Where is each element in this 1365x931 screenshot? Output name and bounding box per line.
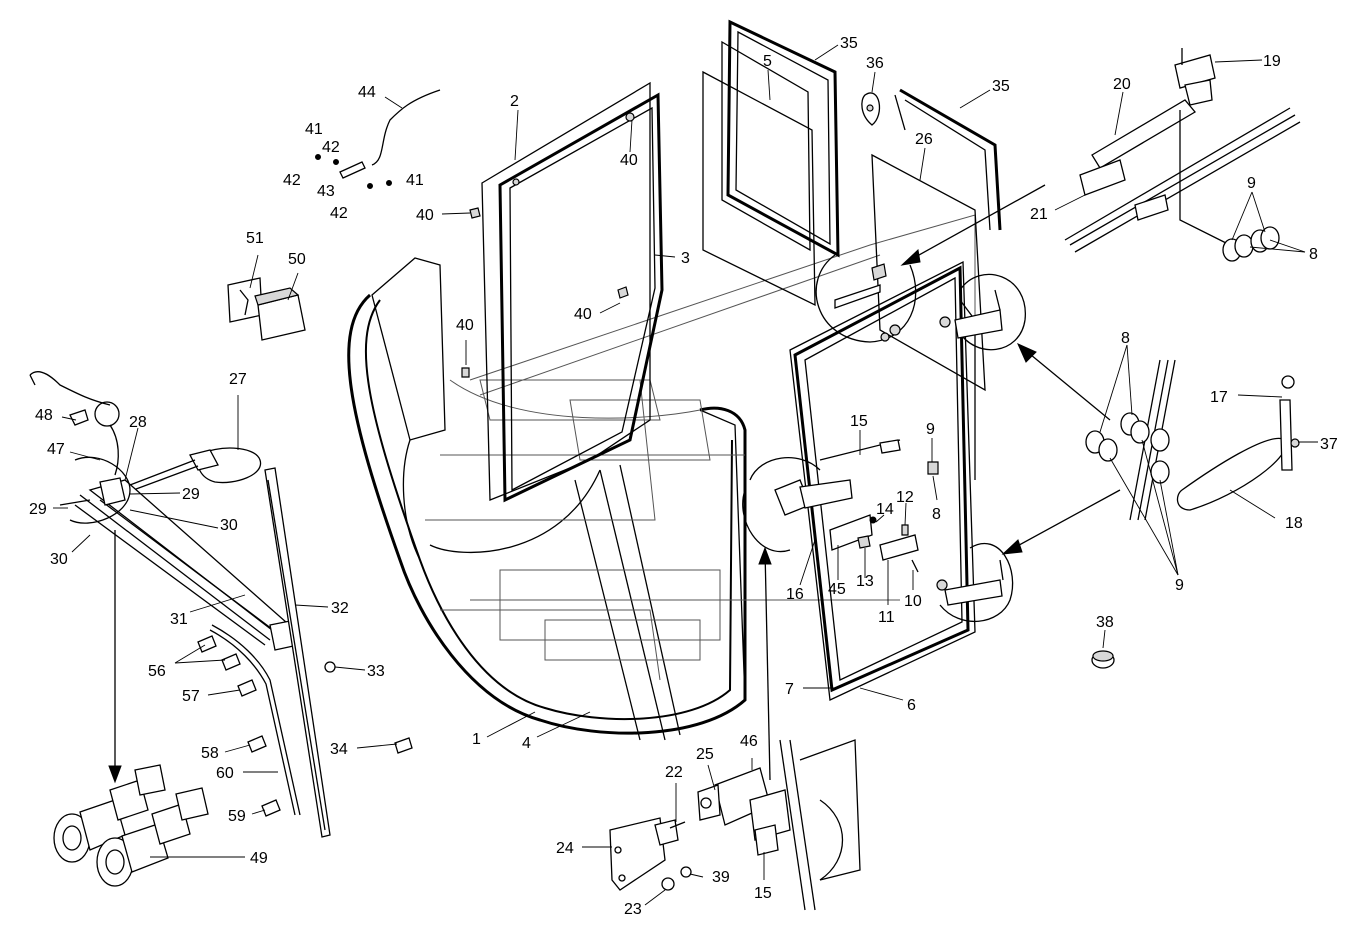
callout-9-top: 9: [1247, 175, 1256, 192]
callout-40-mid: 40: [574, 306, 592, 323]
callout-7: 7: [785, 681, 794, 698]
cab-outline-ghost: [425, 214, 976, 681]
callout-47: 47: [47, 441, 65, 458]
callout-40-left: 40: [416, 207, 434, 224]
callout-46: 46: [740, 733, 758, 750]
callout-29-right: 29: [182, 486, 200, 503]
callout-42-bottom: 42: [330, 205, 348, 222]
callout-33: 33: [367, 663, 385, 680]
leader-lines: [53, 44, 1318, 906]
callout-22: 22: [665, 764, 683, 781]
callout-49: 49: [250, 850, 268, 867]
callout-28: 28: [129, 414, 147, 431]
cab-front-frame: [347, 257, 747, 741]
callout-23: 23: [624, 901, 642, 918]
callout-labels: 1 2 3 4 5 6 7 8 8 8 9 9 9 10 11 12 13 14…: [29, 35, 1338, 918]
callout-15-bottom: 15: [754, 885, 772, 902]
callout-59: 59: [228, 808, 246, 825]
callout-15-door: 15: [850, 413, 868, 430]
callout-19: 19: [1263, 53, 1281, 70]
callout-41-top: 41: [305, 121, 323, 138]
callout-35-side: 35: [992, 78, 1010, 95]
clip-36: [861, 92, 881, 126]
callout-13: 13: [856, 573, 874, 590]
gas-strut-assembly: [1064, 48, 1301, 253]
callout-24: 24: [556, 840, 574, 857]
callout-42-left: 42: [283, 172, 301, 189]
wiper-blade: [264, 467, 331, 838]
switch-46-assembly: [697, 739, 861, 911]
callout-8-right: 8: [1121, 330, 1130, 347]
callout-34: 34: [330, 741, 348, 758]
callout-38: 38: [1096, 614, 1114, 631]
callout-9-right: 9: [1175, 577, 1184, 594]
callout-43: 43: [317, 183, 335, 200]
callout-39: 39: [712, 869, 730, 886]
callout-40-top: 40: [620, 152, 638, 169]
cap-38: [1091, 650, 1115, 669]
switch-blocks: [227, 277, 306, 341]
callout-57: 57: [182, 688, 200, 705]
callout-36: 36: [866, 55, 884, 72]
callout-50: 50: [288, 251, 306, 268]
callout-9-door: 9: [926, 421, 935, 438]
callout-21: 21: [1030, 206, 1048, 223]
front-glass-panel: [461, 81, 664, 503]
callout-25: 25: [696, 746, 714, 763]
hose-clips: [197, 635, 413, 817]
cable-44: [315, 89, 441, 189]
callout-51: 51: [246, 230, 264, 247]
callout-2: 2: [510, 93, 519, 110]
callout-44: 44: [358, 84, 376, 101]
callout-48: 48: [35, 407, 53, 424]
callout-37: 37: [1320, 436, 1338, 453]
callout-20: 20: [1113, 76, 1131, 93]
rear-window: [702, 19, 840, 307]
detail-circles: [742, 254, 1026, 622]
callout-12: 12: [896, 489, 914, 506]
callout-42-top: 42: [322, 139, 340, 156]
callout-16: 16: [786, 586, 804, 603]
callout-26: 26: [915, 131, 933, 148]
callout-14: 14: [876, 501, 894, 518]
callout-1: 1: [472, 731, 481, 748]
callout-17: 17: [1210, 389, 1228, 406]
callout-45: 45: [828, 581, 846, 598]
callout-5: 5: [763, 53, 772, 70]
hinge-plate-assembly: [1085, 359, 1300, 521]
door-frame: [789, 260, 976, 701]
callout-41-right: 41: [406, 172, 424, 189]
callout-4: 4: [522, 735, 531, 752]
callout-30-right: 30: [220, 517, 238, 534]
mirror-bracket: [609, 817, 692, 891]
callout-35-rear: 35: [840, 35, 858, 52]
washer-hose: [209, 624, 301, 816]
door-lock-assembly: [774, 439, 939, 573]
washer-pumps: [53, 764, 209, 887]
pointer-arrows: [108, 184, 1121, 784]
callout-31: 31: [170, 611, 188, 628]
callout-56: 56: [148, 663, 166, 680]
side-window-seal: [871, 88, 1002, 392]
callout-30-left: 30: [50, 551, 68, 568]
rollers-top: [1222, 226, 1280, 262]
callout-60: 60: [216, 765, 234, 782]
callout-29-left: 29: [29, 501, 47, 518]
callout-3: 3: [681, 250, 690, 267]
wiper-linkage: [29, 370, 299, 651]
callout-10: 10: [904, 593, 922, 610]
callout-32: 32: [331, 600, 349, 617]
callout-27: 27: [229, 371, 247, 388]
callout-58: 58: [201, 745, 219, 762]
callout-40-frame: 40: [456, 317, 474, 334]
callout-8-door: 8: [932, 506, 941, 523]
callout-6: 6: [907, 697, 916, 714]
callout-8-top: 8: [1309, 246, 1318, 263]
callout-18: 18: [1285, 515, 1303, 532]
door-hinges: [834, 263, 1004, 606]
callout-11: 11: [878, 609, 895, 626]
